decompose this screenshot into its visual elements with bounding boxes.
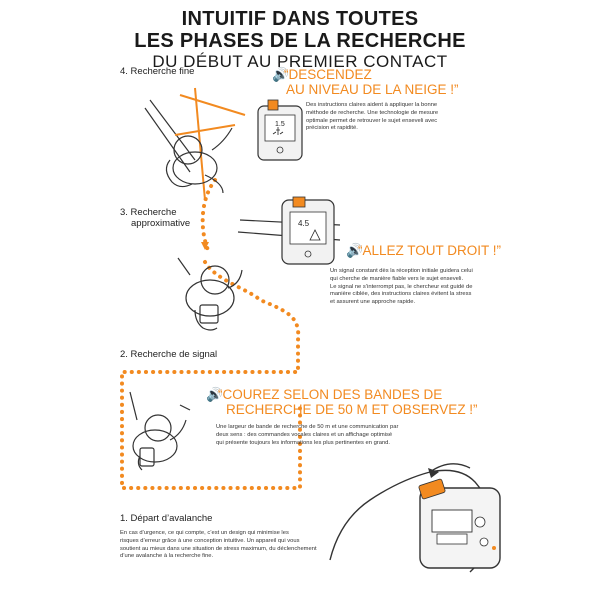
- step4-quote-line2: AU NIVEAU DE LA NEIGE !”: [286, 81, 459, 97]
- step4-description: Des instructions claires aident à appliq…: [306, 102, 439, 132]
- step3-description: Un signal constant dès la réception init…: [330, 268, 473, 306]
- step4-label: 4. Recherche fine: [120, 66, 195, 77]
- speaker-icon: 🔊: [272, 67, 289, 82]
- step4-figure: [144, 87, 246, 201]
- step4-reading: 1.5: [275, 121, 285, 128]
- step4-quote-line1: “DESCENDEZ: [284, 67, 372, 82]
- step1-description: En cas d’urgence, ce qui compte, c’est u…: [120, 530, 317, 560]
- step3-quote: 🔊“ALLEZ TOUT DROIT !”: [346, 243, 502, 259]
- step2-figure: [129, 391, 191, 471]
- step2-quote-line1: “COUREZ SELON DES BANDES DE: [218, 387, 443, 402]
- step3-label: 3. Recherche approximative: [120, 207, 191, 229]
- step3-quote-line1: “ALLEZ TOUT DROIT !”: [358, 243, 502, 258]
- title-line-2: LES PHASES DE LA RECHERCHE: [134, 30, 466, 52]
- speaker-icon: 🔊: [206, 387, 223, 402]
- step2-quote: 🔊“COUREZ SELON DES BANDES DE RECHERCHE D…: [206, 387, 478, 418]
- step4-quote: 🔊“DESCENDEZ AU NIVEAU DE LA NEIGE !”: [272, 67, 459, 98]
- step4-device: 1.5: [257, 99, 303, 161]
- title-line-3: DU DÉBUT AU PREMIER CONTACT: [152, 52, 448, 71]
- step1-label: 1. Départ d’avalanche: [120, 513, 213, 524]
- path-arrows: [201, 242, 209, 250]
- step2-description: Une largeur de bande de recherche de 50 …: [216, 424, 399, 446]
- step2-label: 2. Recherche de signal: [120, 349, 218, 360]
- search-path: [120, 178, 302, 490]
- step3-device: 4.5: [281, 196, 335, 265]
- speaker-icon: 🔊: [346, 243, 363, 258]
- step2-quote-line2: RECHERCHE DE 50 M ET OBSERVEZ !”: [226, 401, 478, 417]
- title-line-1: INTUITIF DANS TOUTES: [181, 8, 419, 30]
- step3-reading: 4.5: [298, 219, 310, 228]
- step1-device-in-hand: [329, 463, 501, 573]
